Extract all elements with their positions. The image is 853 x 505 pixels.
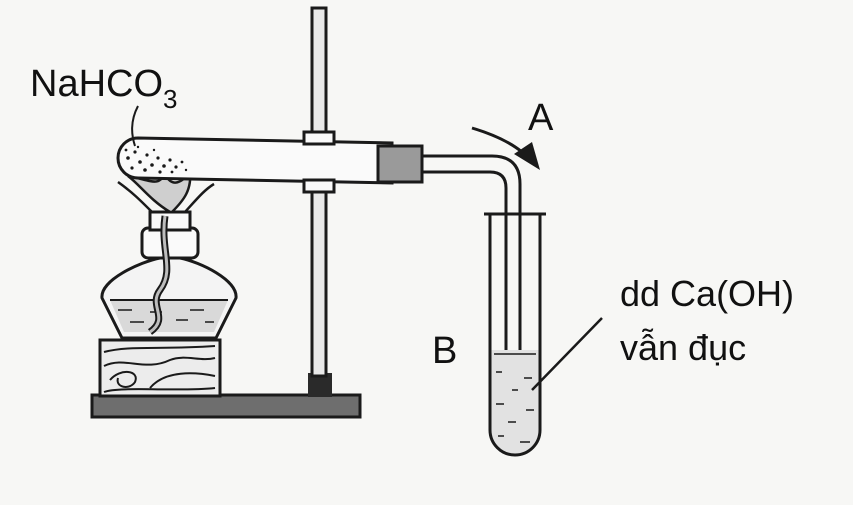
receiving-test-tube [484, 212, 546, 457]
lamp-fuel [110, 300, 228, 332]
clamp-lower [302, 178, 336, 194]
rubber-stopper [376, 144, 424, 184]
solution-label-line1: dd Ca(OH) [620, 273, 794, 314]
gas-flow-arrow [471, 126, 540, 170]
solution-label-line2: vẫn đục [620, 327, 746, 368]
delivery-tube [422, 154, 522, 398]
nahco3-powder [124, 145, 188, 174]
nahco3-label: NaHCO3 [30, 63, 178, 114]
label-a: A [528, 97, 554, 139]
label-b: B [432, 330, 457, 372]
alcohol-lamp [100, 210, 238, 340]
stand-base [90, 393, 362, 419]
nahco3-leader-line [131, 105, 139, 147]
wooden-block [98, 338, 222, 398]
heating-test-tube [116, 136, 394, 185]
solution-leader-line [531, 317, 603, 391]
limewater-liquid [490, 350, 540, 455]
clamp-upper [302, 130, 336, 146]
